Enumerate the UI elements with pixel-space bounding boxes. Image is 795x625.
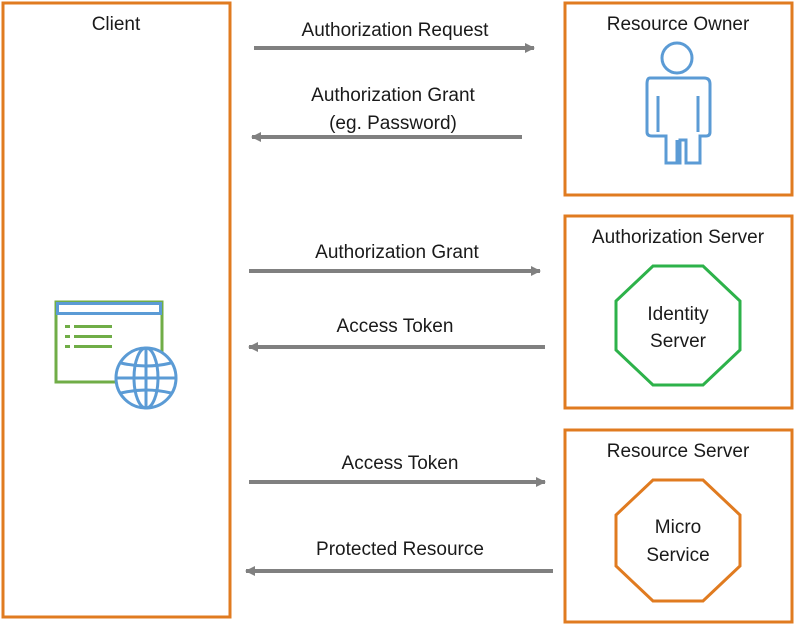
identity-server-label-line1: Identity [647,304,709,325]
authorization-server-title: Authorization Server [592,227,765,248]
browser-globe-icon [54,300,178,410]
micro-service-octagon: Micro Service [614,478,742,603]
arrow-authorization-request-label: Authorization Request [302,20,490,41]
arrow-protected-resource: Protected Resource [245,539,553,576]
person-icon [645,41,712,165]
arrow-access-token-from-server-label: Access Token [337,316,454,337]
arrow-access-token-to-resource: Access Token [249,453,546,487]
arrow-authorization-grant-password: Authorization Grant (eg. Password) [251,85,522,142]
arrow-access-token-to-resource-label: Access Token [342,453,459,474]
arrow-authorization-grant-to-server-label: Authorization Grant [315,242,479,263]
arrow-access-token-from-server: Access Token [248,316,545,352]
resource-server-title: Resource Server [607,441,750,462]
resource-owner-title: Resource Owner [607,14,750,35]
micro-service-label-line1: Micro [655,517,701,538]
client-title: Client [92,14,141,35]
arrow-authorization-grant-label-line1: Authorization Grant [311,85,475,106]
identity-server-octagon: Identity Server [614,264,742,387]
arrow-protected-resource-label: Protected Resource [316,539,484,560]
arrow-authorization-grant-to-server: Authorization Grant [249,242,541,276]
micro-service-label-line2: Service [646,545,709,566]
arrow-authorization-request: Authorization Request [254,20,535,53]
arrow-authorization-grant-label-line2: (eg. Password) [329,113,457,134]
identity-server-label-line2: Server [650,331,707,352]
